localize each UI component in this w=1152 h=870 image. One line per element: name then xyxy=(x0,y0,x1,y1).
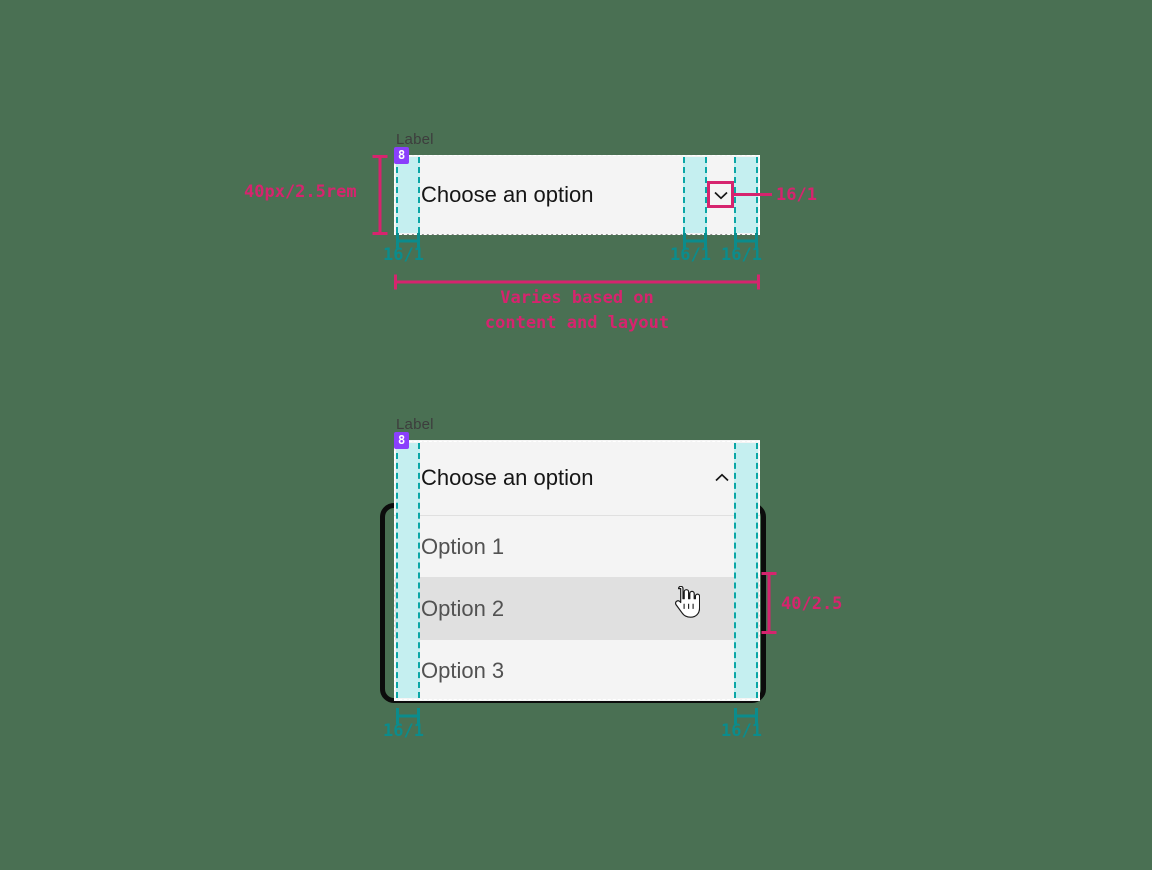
open-dropdown-right-padding-spacer xyxy=(734,443,758,698)
option-item-2-label: Option 2 xyxy=(421,595,505,621)
option-item-2[interactable]: Option 2 xyxy=(394,577,760,639)
closed-dropdown-width-label-line1: Varies based on xyxy=(500,288,654,308)
option-item-1[interactable]: Option 1 xyxy=(394,515,760,577)
closed-dropdown-height-label: 40px/2.5rem xyxy=(244,182,357,202)
open-dropdown-token-badge: 8 xyxy=(394,432,410,449)
chevron-callout-label: 16/1 xyxy=(776,185,817,205)
closed-dropdown-width-label-line2: content and layout xyxy=(484,313,670,333)
open-dropdown-value: Choose an option xyxy=(421,464,594,490)
closed-dropdown-chevron-gap-measure xyxy=(683,232,707,250)
open-dropdown-right-padding-measure xyxy=(734,707,758,725)
chevron-callout-box xyxy=(707,181,734,208)
option-item-1-label: Option 1 xyxy=(421,533,505,559)
chevron-callout-leader-line xyxy=(734,193,772,196)
chevron-up-icon[interactable] xyxy=(710,466,733,489)
closed-dropdown-token-badge: 8 xyxy=(394,147,410,164)
open-dropdown-field[interactable]: Choose an option xyxy=(394,440,760,515)
open-dropdown-right-padding-label: 16/1 xyxy=(721,721,762,741)
chevron-down-icon[interactable] xyxy=(709,183,732,206)
option-item-3-label: Option 3 xyxy=(421,657,505,683)
closed-dropdown-right-padding-measure xyxy=(734,232,758,250)
open-dropdown-left-padding-label: 16/1 xyxy=(383,721,424,741)
open-dropdown-left-padding-measure xyxy=(396,707,420,725)
closed-dropdown-left-padding-label: 16/1 xyxy=(383,245,424,265)
closed-dropdown-value: Choose an option xyxy=(421,181,594,207)
open-dropdown[interactable]: Choose an option Option 1 Option 2 Optio… xyxy=(394,440,760,701)
option-height-label: 40/2.5 xyxy=(781,594,843,614)
open-dropdown-spec-label: Label xyxy=(396,416,434,433)
closed-dropdown-chevron-gap-label: 16/1 xyxy=(670,245,711,265)
closed-dropdown-chevron-gap-spacer xyxy=(683,157,707,233)
closed-dropdown-height-measure xyxy=(372,155,387,235)
closed-dropdown-right-padding-label: 16/1 xyxy=(721,245,762,265)
open-dropdown-option-list: Option 1 Option 2 Option 3 xyxy=(394,515,760,701)
option-item-3[interactable]: Option 3 xyxy=(394,639,760,701)
closed-dropdown-spec-label: Label xyxy=(396,131,434,148)
closed-dropdown-left-padding-spacer xyxy=(396,157,420,233)
option-height-measure xyxy=(761,572,776,634)
closed-dropdown-width-measure xyxy=(394,274,760,290)
closed-dropdown-left-padding-measure xyxy=(396,232,420,250)
open-dropdown-left-padding-spacer xyxy=(396,443,420,698)
